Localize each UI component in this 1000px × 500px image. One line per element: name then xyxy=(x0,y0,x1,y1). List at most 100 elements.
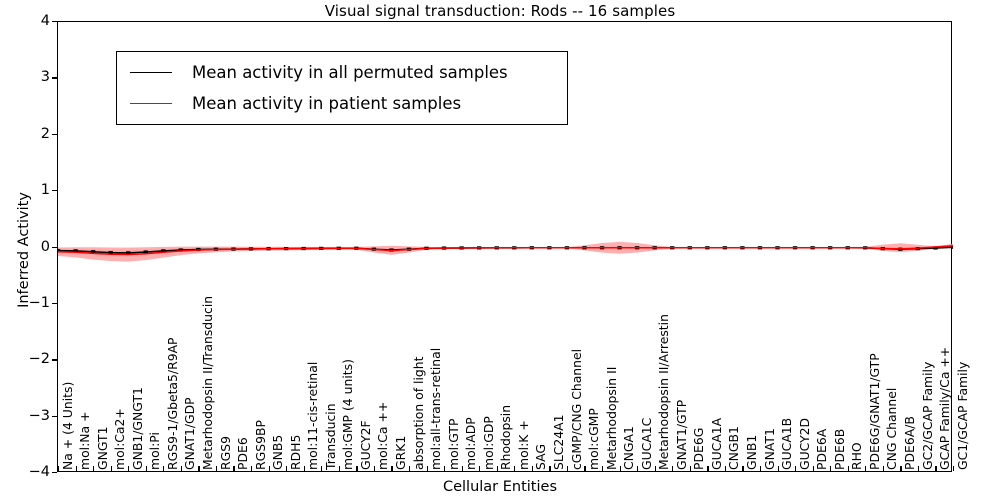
x-tick-label: mol:Na + xyxy=(77,411,93,470)
y-tick-label: 2 xyxy=(40,125,50,142)
x-tick-label: GUCY2D xyxy=(796,417,812,470)
x-tick-label: mol:all-trans-retinal xyxy=(428,347,444,470)
x-tick-label: mol:Ca2+ xyxy=(112,408,128,470)
y-tick-label: 4 xyxy=(40,13,50,29)
series-marker xyxy=(125,251,131,255)
x-tick-label: GUCY2F xyxy=(357,420,373,470)
x-tick-label: mol:Pi xyxy=(147,432,163,470)
x-tick-mark xyxy=(198,466,200,471)
x-tick-mark xyxy=(847,466,849,471)
x-tick-label: Rhodopsin xyxy=(498,404,514,470)
x-tick-mark xyxy=(724,466,727,471)
x-tick-mark xyxy=(408,466,411,471)
x-tick-label: RHO xyxy=(849,442,865,470)
x-tick-label: GNAT1 xyxy=(761,428,777,470)
x-tick-label: mol:GMP (4 units) xyxy=(340,359,356,470)
x-tick-mark xyxy=(900,466,902,471)
x-tick-label: mol:Ca ++ xyxy=(375,401,391,470)
legend[interactable]: Mean activity in all permuted samples Me… xyxy=(116,51,568,125)
series-canvas xyxy=(58,241,953,262)
series-marker xyxy=(90,250,96,254)
x-tick-mark xyxy=(215,466,218,471)
x-tick-label: PDE6A xyxy=(814,428,830,470)
x-tick-mark xyxy=(321,466,323,471)
x-tick-label: Metarhodopsin II/Arrestin xyxy=(656,314,672,470)
plot-area: Mean activity in all permuted samples Me… xyxy=(57,21,955,472)
y-tick-mark xyxy=(52,133,57,136)
legend-line-swatch-red xyxy=(130,103,172,104)
y-tick-mark xyxy=(52,302,57,305)
x-tick-mark xyxy=(163,466,165,471)
y-tick-label: −2 xyxy=(28,351,50,368)
x-tick-mark xyxy=(882,466,884,471)
x-tick-mark xyxy=(373,466,376,471)
x-tick-mark xyxy=(566,466,569,471)
series-marker xyxy=(933,246,938,250)
x-tick-label: GUCA1C xyxy=(638,417,654,470)
x-tick-mark xyxy=(865,466,867,471)
series-line xyxy=(58,245,953,256)
x-tick-label: RDH5 xyxy=(287,434,303,470)
x-tick-label: GUCA1A xyxy=(708,417,724,470)
x-tick-label: SLC24A1 xyxy=(550,414,566,470)
x-tick-label: PDE6B xyxy=(831,428,847,470)
x-tick-label: mol:cGMP xyxy=(586,408,602,470)
x-tick-label: GNAT1/GTP xyxy=(673,399,689,470)
x-tick-label: absorption of light xyxy=(410,356,426,470)
y-tick-label: −4 xyxy=(28,464,50,480)
x-tick-label: mol:GDP xyxy=(480,416,496,470)
y-tick-label: −1 xyxy=(28,294,50,311)
series-marker xyxy=(108,250,113,255)
x-tick-mark xyxy=(461,466,463,471)
x-tick-mark xyxy=(584,466,586,471)
x-tick-mark xyxy=(619,466,621,471)
y-tick-mark xyxy=(52,472,57,474)
x-tick-label: GNB1 xyxy=(744,434,759,470)
x-tick-mark xyxy=(830,466,832,471)
x-tick-mark xyxy=(531,466,533,471)
x-tick-mark xyxy=(637,466,639,471)
legend-label-patient: Mean activity in patient samples xyxy=(192,94,462,113)
x-tick-label: Transducin xyxy=(322,403,338,470)
x-tick-mark xyxy=(128,466,130,471)
x-tick-mark xyxy=(496,466,498,471)
x-tick-mark xyxy=(953,466,955,471)
y-tick-mark xyxy=(52,359,57,361)
x-tick-label: CNG Channel xyxy=(884,387,900,470)
x-tick-mark xyxy=(338,466,340,471)
legend-entry-patient: Mean activity in patient samples xyxy=(130,88,567,119)
x-tick-mark xyxy=(356,466,358,471)
x-tick-mark xyxy=(812,466,814,471)
x-tick-label: GRK1 xyxy=(393,435,409,470)
x-tick-label: PDE6 xyxy=(235,437,251,470)
x-tick-mark xyxy=(672,466,674,471)
series-marker xyxy=(178,248,184,252)
x-tick-label: GNGT1 xyxy=(94,426,110,470)
x-tick-label: Metarhodopsin II/Transducin xyxy=(199,295,215,470)
x-tick-label: GC2/GCAP Family xyxy=(919,361,935,470)
x-tick-mark xyxy=(742,466,744,471)
y-axis-label-container: Inferred Activity xyxy=(10,0,34,500)
series-marker xyxy=(73,249,78,253)
y-tick-label: 1 xyxy=(40,182,50,199)
x-tick-mark xyxy=(935,466,937,471)
x-tick-label: RGS9 xyxy=(217,436,233,470)
chart-title: Visual signal transduction: Rods -- 16 s… xyxy=(324,2,676,20)
x-tick-label: PDE6A/B xyxy=(901,416,917,470)
x-tick-mark xyxy=(549,466,551,471)
x-tick-label: Na + (4 Units) xyxy=(59,381,75,470)
x-tick-mark xyxy=(58,466,60,471)
x-tick-mark xyxy=(426,466,428,471)
x-tick-label: mol:GTP xyxy=(445,418,461,470)
x-tick-mark xyxy=(777,466,779,471)
y-tick-mark xyxy=(52,21,57,23)
legend-line-swatch-black xyxy=(130,72,172,73)
x-tick-label: CNGA1 xyxy=(621,426,637,470)
y-tick-mark xyxy=(52,246,57,248)
series-marker xyxy=(161,249,166,253)
series-marker xyxy=(58,249,61,253)
x-tick-label: GCAP Family/Ca ++ xyxy=(937,346,953,470)
x-tick-mark xyxy=(251,466,253,471)
x-tick-mark xyxy=(514,466,516,471)
